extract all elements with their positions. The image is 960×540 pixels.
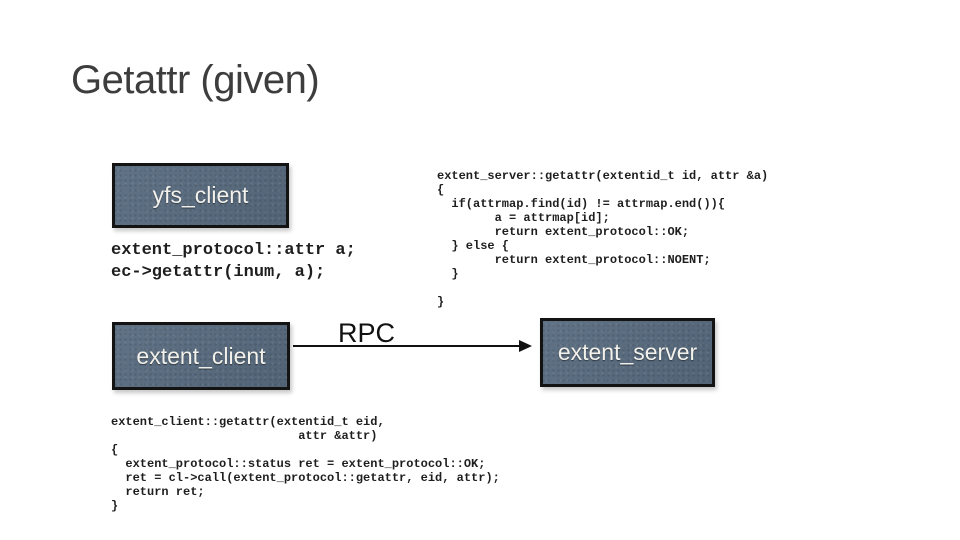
slide-title: Getattr (given) (71, 58, 320, 102)
extent-client-box-label: extent_client (136, 342, 266, 369)
rpc-arrowhead-icon (519, 340, 532, 352)
extent-server-impl-code: extent_server::getattr(extentid_t id, at… (437, 169, 769, 309)
extent-server-box: extent_server (540, 318, 715, 387)
yfs-client-box-label: yfs_client (152, 182, 249, 208)
yfs-client-box: yfs_client (112, 163, 289, 228)
yfs-client-call-code: extent_protocol::attr a; ec->getattr(inu… (111, 241, 356, 282)
rpc-label: RPC (338, 318, 396, 348)
rpc-arrow-line (293, 345, 521, 347)
extent-client-impl-code: extent_client::getattr(extentid_t eid, a… (111, 415, 500, 513)
extent-client-box: extent_client (112, 322, 290, 390)
extent-server-box-label: extent_server (557, 339, 698, 365)
